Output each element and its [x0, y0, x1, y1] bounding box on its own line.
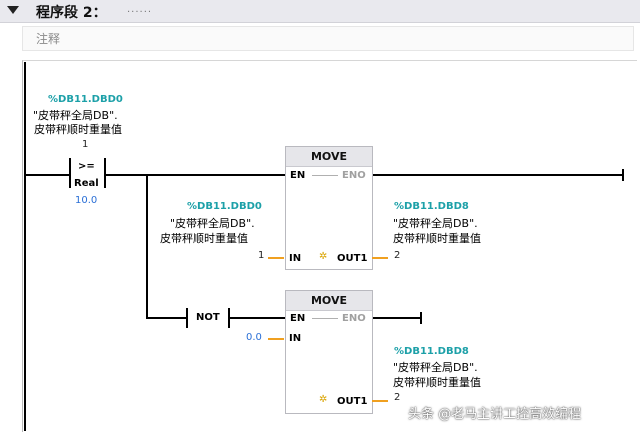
collapse-triangle-icon[interactable] [7, 6, 19, 14]
not-contact-label[interactable]: NOT [196, 312, 220, 323]
branch-wire-eno2 [371, 317, 422, 319]
not-contact-left-bar [186, 308, 188, 328]
move1-out-symbol-line2[interactable]: 皮带秤顺时重量值 [393, 232, 481, 245]
rung-wire-eno1 [371, 174, 624, 176]
move1-en-pin: EN [290, 170, 306, 181]
move1-eno-pin: ENO [342, 170, 366, 181]
compare-symbol-line1[interactable]: "皮带秤全局DB". [33, 109, 118, 122]
power-rail [24, 62, 26, 431]
move1-out-symbol-line1[interactable]: "皮带秤全局DB". [393, 217, 478, 230]
move2-out-symbol-line2[interactable]: 皮带秤顺时重量值 [393, 376, 481, 389]
not-contact-right-bar [228, 308, 230, 328]
move2-en-pin: EN [290, 313, 306, 324]
network-title-placeholder[interactable]: ...... [127, 4, 153, 15]
move2-output-spark-icon: ✲ [319, 394, 328, 405]
move2-out-value: 2 [394, 392, 401, 403]
move2-in-value[interactable]: 0.0 [246, 332, 262, 343]
rung-end-marker [622, 169, 624, 181]
comment-text: 注释 [36, 32, 61, 46]
branch-wire-to-move2 [230, 317, 285, 319]
ladder-network-area[interactable] [22, 60, 637, 432]
move2-out-stub [372, 400, 388, 402]
branch-wire-to-not [146, 317, 186, 319]
network-header[interactable]: 程序段 2： ...... [0, 0, 640, 23]
compare-in1-value: 1 [82, 139, 89, 150]
rung-wire-to-move1 [106, 174, 285, 176]
network-title: 程序段 2： [36, 5, 107, 21]
move2-title: MOVE [286, 291, 372, 311]
comment-field[interactable] [22, 26, 634, 51]
move1-in-symbol-line2[interactable]: 皮带秤顺时重量值 [160, 232, 248, 245]
compare-in2-value[interactable]: 10.0 [75, 195, 98, 206]
move2-en-eno-line [312, 318, 338, 319]
compare-operator[interactable]: >= [78, 161, 95, 172]
compare-address[interactable]: %DB11.DBD0 [48, 94, 123, 105]
move1-in-symbol-line1[interactable]: "皮带秤全局DB". [170, 217, 255, 230]
move1-title: MOVE [286, 147, 372, 167]
move1-out-stub [372, 257, 388, 259]
move-block-2[interactable]: MOVE [285, 290, 373, 414]
move1-en-eno-line [312, 175, 338, 176]
move2-eno-pin: ENO [342, 313, 366, 324]
move2-out-symbol-line1[interactable]: "皮带秤全局DB". [393, 361, 478, 374]
move1-in-value: 1 [258, 250, 265, 261]
move1-out-address[interactable]: %DB11.DBD8 [394, 201, 469, 212]
move2-in-pin: IN [289, 333, 302, 344]
watermark-text: 头条 @老马主讲工控高效编程 [408, 407, 582, 422]
compare-contact-right-bar [104, 158, 106, 188]
move1-output-spark-icon: ✲ [319, 251, 328, 262]
move1-in-address[interactable]: %DB11.DBD0 [187, 201, 262, 212]
rung-wire-left [26, 174, 69, 176]
branch-wire-vertical [146, 174, 148, 319]
move2-out-address[interactable]: %DB11.DBD8 [394, 346, 469, 357]
compare-symbol-line2[interactable]: 皮带秤顺时重量值 [34, 123, 122, 136]
compare-type[interactable]: Real [74, 178, 99, 189]
move1-out-value: 2 [394, 250, 401, 261]
move-block-1[interactable]: MOVE [285, 146, 373, 270]
move1-in-pin: IN [289, 253, 302, 264]
move1-in-stub [268, 257, 284, 259]
move1-out-pin: OUT1 [337, 253, 368, 264]
compare-contact-left-bar [69, 158, 71, 188]
move2-out-pin: OUT1 [337, 396, 368, 407]
move2-in-stub [268, 338, 284, 340]
branch-end-marker [420, 312, 422, 324]
